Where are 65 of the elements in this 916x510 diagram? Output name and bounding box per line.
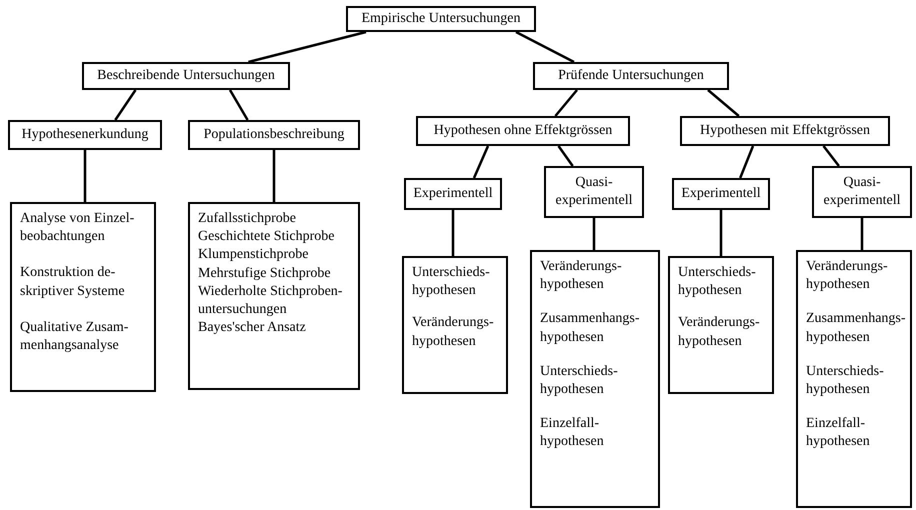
list-box: [402, 256, 508, 394]
connector-line: [272, 150, 276, 202]
connector-line: [248, 30, 366, 64]
category-box: [672, 178, 770, 210]
connector-line: [554, 89, 578, 117]
connector-line: [228, 89, 249, 121]
list-item: Zusammenhangs- hypothesen: [806, 310, 906, 347]
list-item: Bayes'scher Ansatz: [198, 319, 307, 338]
connector-line: [860, 218, 864, 250]
connector-line: [557, 145, 574, 167]
category-box: [544, 166, 644, 218]
category-box: [533, 62, 729, 90]
connector-line: [720, 210, 722, 256]
box-label: Quasi- experimentell: [822, 174, 902, 210]
connector-line: [472, 146, 490, 178]
category-box: [416, 116, 630, 146]
list-item: Veränderungs- hypothesen: [540, 258, 623, 294]
connector-line: [452, 210, 454, 256]
box-label: Experimentell: [681, 184, 761, 203]
list-item: Klumpenstichprobe: [198, 246, 310, 264]
list-item: Veränderungs- hypothesen: [678, 314, 761, 351]
connector-line: [84, 150, 86, 202]
list-item: Unterschieds- hypothesen: [678, 264, 757, 300]
connector-line: [114, 89, 137, 121]
category-box: [188, 120, 360, 150]
list-item: Konstruktion de- skriptiver Systeme: [20, 264, 126, 301]
connector-line: [822, 145, 840, 167]
list-item: Veränderungs- hypothesen: [806, 258, 889, 294]
category-box: [82, 62, 290, 90]
list-item: Qualitative Zusam- menhangsanalyse: [20, 318, 130, 355]
box-label: Populationsbeschreibung: [204, 126, 344, 144]
box-label: Empirische Untersuchungen: [361, 10, 520, 28]
connector-line: [707, 89, 740, 117]
list-item: Unterschieds- hypothesen: [540, 362, 619, 399]
list-box: [796, 250, 912, 508]
category-box: [812, 166, 912, 218]
list-item: Mehrstufige Stichprobe: [198, 264, 332, 283]
box-label: Hypothesenerkundung: [22, 126, 148, 144]
list-item: Analyse von Einzel- beobachtungen: [20, 210, 136, 246]
box-label: Experimentell: [413, 184, 493, 203]
list-item: Zusammenhangs- hypothesen: [540, 310, 641, 347]
list-item: Zufallsstichprobe: [198, 210, 297, 228]
category-box: [8, 120, 162, 150]
list-box: [188, 202, 360, 390]
list-box: [10, 202, 156, 392]
list-item: Wiederholte Stichproben- untersuchungen: [198, 282, 344, 319]
box-label: Hypothesen mit Effektgrössen: [700, 122, 870, 140]
category-box: [346, 6, 536, 32]
list-item: Veränderungs- hypothesen: [412, 314, 495, 351]
connector-line: [592, 218, 596, 250]
category-box: [404, 178, 502, 210]
list-item: Geschichtete Stichprobe: [198, 228, 336, 246]
connector-line: [739, 146, 754, 178]
box-label: Prüfende Untersuchungen: [558, 66, 704, 85]
connector-line: [515, 30, 575, 64]
box-label: Beschreibende Untersuchungen: [97, 66, 275, 85]
list-item: Unterschieds- hypothesen: [412, 264, 491, 300]
category-box: [680, 116, 890, 146]
box-label: Quasi- experimentell: [554, 174, 634, 210]
box-label: Hypothesen ohne Effektgrössen: [434, 122, 612, 140]
list-item: Einzelfall- hypothesen: [806, 415, 871, 452]
list-box: [668, 256, 774, 394]
list-item: Einzelfall- hypothesen: [540, 415, 605, 452]
list-box: [530, 250, 660, 508]
list-item: Unterschieds- hypothesen: [806, 362, 885, 399]
